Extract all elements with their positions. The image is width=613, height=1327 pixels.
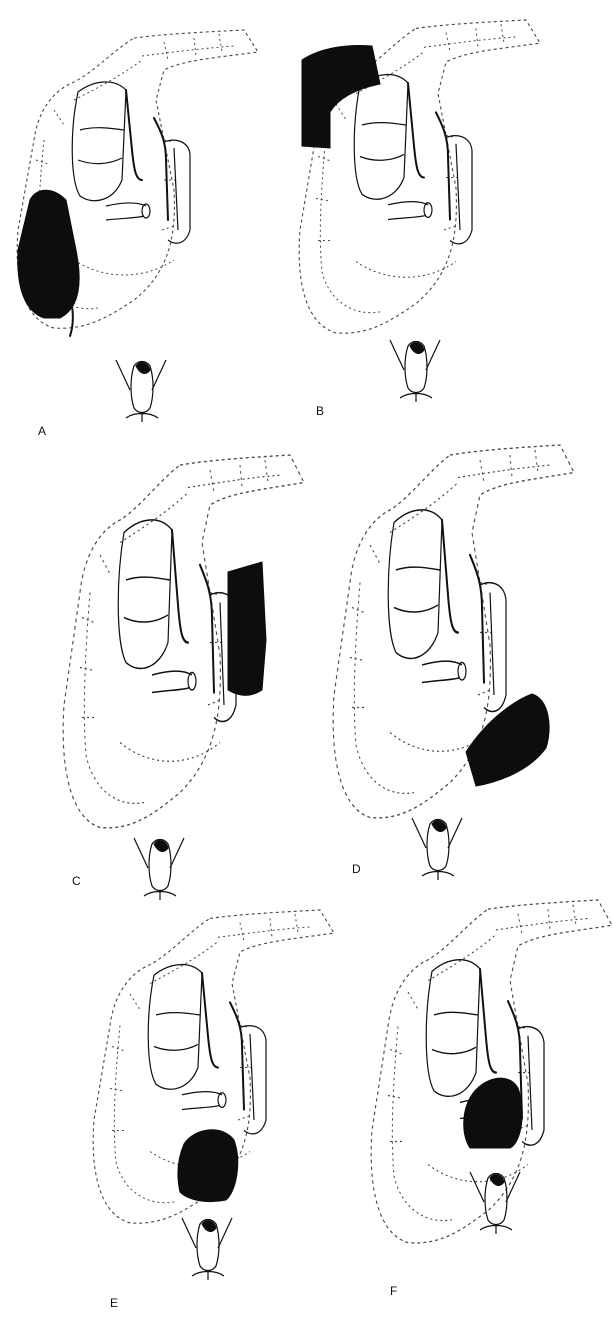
- panel-label-c: C: [72, 874, 81, 888]
- panel-a-shaded-segment: [18, 190, 79, 318]
- panel-a-diagram: [17, 30, 258, 422]
- panel-c-diagram: [63, 455, 304, 900]
- panel-f-shaded-segment: [464, 1078, 522, 1148]
- panel-e-shaded-segment: [178, 1130, 238, 1202]
- panel-e-diagram: [93, 910, 334, 1280]
- panel-label-d: D: [352, 862, 361, 876]
- panel-label-f: F: [390, 1284, 397, 1298]
- panel-d-diagram: [333, 445, 574, 880]
- panel-label-a: A: [38, 424, 46, 438]
- panel-label-b: B: [316, 404, 324, 418]
- panel-b-diagram: [299, 20, 540, 402]
- panel-c-shaded-segment: [228, 562, 266, 695]
- panel-d-shaded-segment: [466, 694, 549, 786]
- panel-f-diagram: [371, 900, 612, 1243]
- panel-b-shaded-segment: [302, 46, 380, 148]
- panel-label-e: E: [110, 1296, 118, 1310]
